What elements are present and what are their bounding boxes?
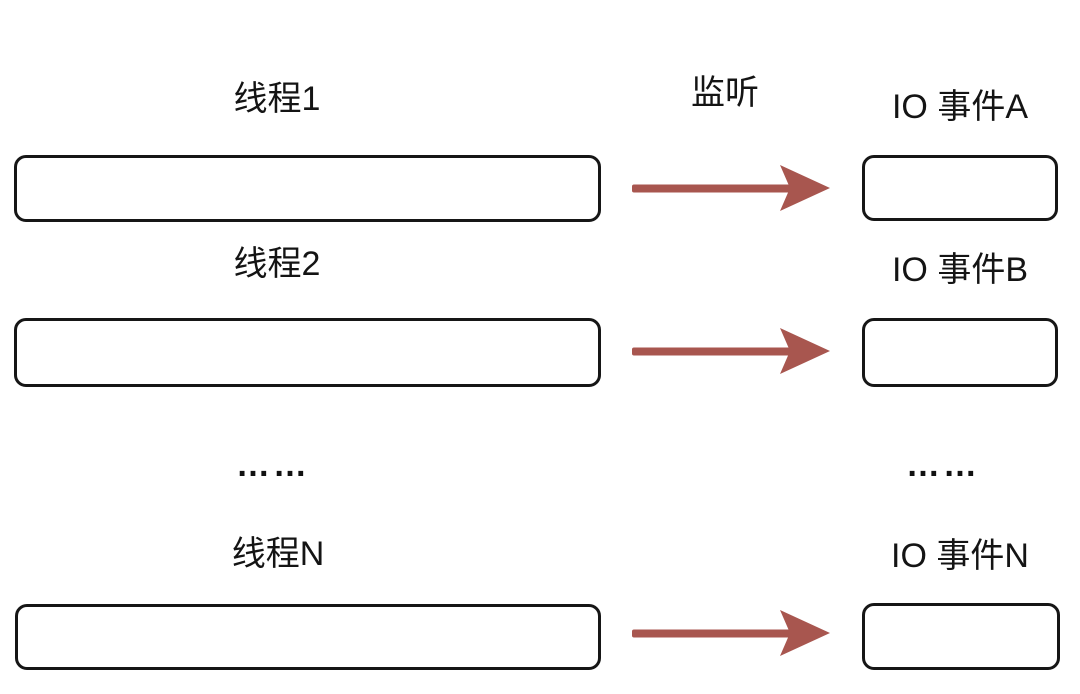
thread-1-label: 线程1 bbox=[233, 80, 321, 118]
io-event-a-label: IO 事件A bbox=[891, 88, 1029, 126]
arrow-head bbox=[780, 328, 830, 374]
io-event-b-box bbox=[862, 318, 1058, 387]
thread-1-box bbox=[14, 155, 601, 222]
arrow-shaft bbox=[632, 347, 794, 356]
thread-2-box bbox=[14, 318, 601, 387]
thread-n-box bbox=[15, 604, 601, 670]
arrow-head bbox=[780, 610, 830, 656]
io-event-b-label: IO 事件B bbox=[891, 251, 1029, 289]
arrow-right-icon bbox=[632, 328, 830, 374]
io-events-ellipsis: …… bbox=[906, 446, 980, 484]
arrow-right-icon bbox=[632, 165, 830, 211]
listen-label: 监听 bbox=[691, 74, 759, 112]
arrow-head bbox=[780, 165, 830, 211]
arrow-shaft bbox=[632, 184, 794, 193]
threads-ellipsis: …… bbox=[236, 446, 310, 484]
io-event-n-label: IO 事件N bbox=[891, 537, 1029, 575]
arrow-right-icon bbox=[632, 610, 830, 656]
io-event-n-box bbox=[862, 603, 1060, 670]
io-event-a-box bbox=[862, 155, 1058, 221]
thread-2-label: 线程2 bbox=[233, 245, 321, 283]
arrow-shaft bbox=[632, 629, 794, 638]
thread-n-label: 线程N bbox=[231, 535, 325, 573]
